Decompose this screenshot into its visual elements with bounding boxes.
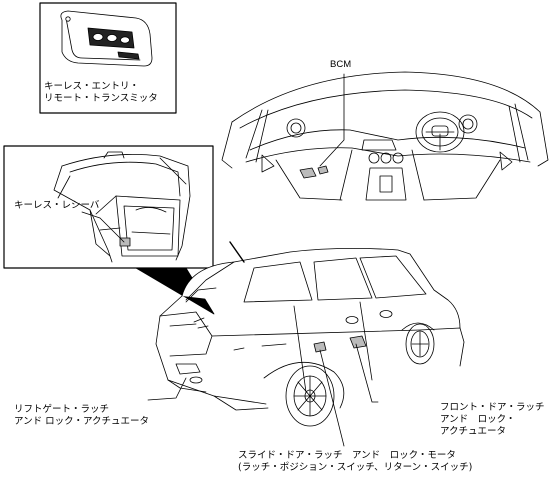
remote-key-fob-icon [60, 10, 153, 67]
bcm-leader-line [319, 73, 345, 167]
dashboard-drawing [221, 71, 549, 201]
remote-transmitter-label: キーレス・エントリ・ リモート・トランスミッタ [44, 81, 158, 104]
slide-door-leader-line [319, 349, 345, 447]
receiver-leader-line [81, 211, 125, 243]
slide-door-motor-label: スライド・ドア・ラッチ アンド ロック・モータ (ラッチ・ポジション・スイッチ、… [238, 450, 473, 473]
liftgate-leader-line [147, 377, 187, 401]
front-door-actuator-label: フロント・ドア・ラッチ アンド ロック・ アクチュエータ [440, 402, 545, 437]
keyless-receiver-label: キーレス・レシーバ [14, 200, 100, 211]
liftgate-open-drawing [53, 151, 191, 263]
liftgate-actuator-label: リフトゲート・ラッチ アンド ロック・アクチュエータ [14, 404, 149, 427]
front-door-leader-line [355, 343, 379, 403]
vehicle-drawing [155, 241, 465, 427]
bcm-label: BCM [330, 59, 352, 70]
